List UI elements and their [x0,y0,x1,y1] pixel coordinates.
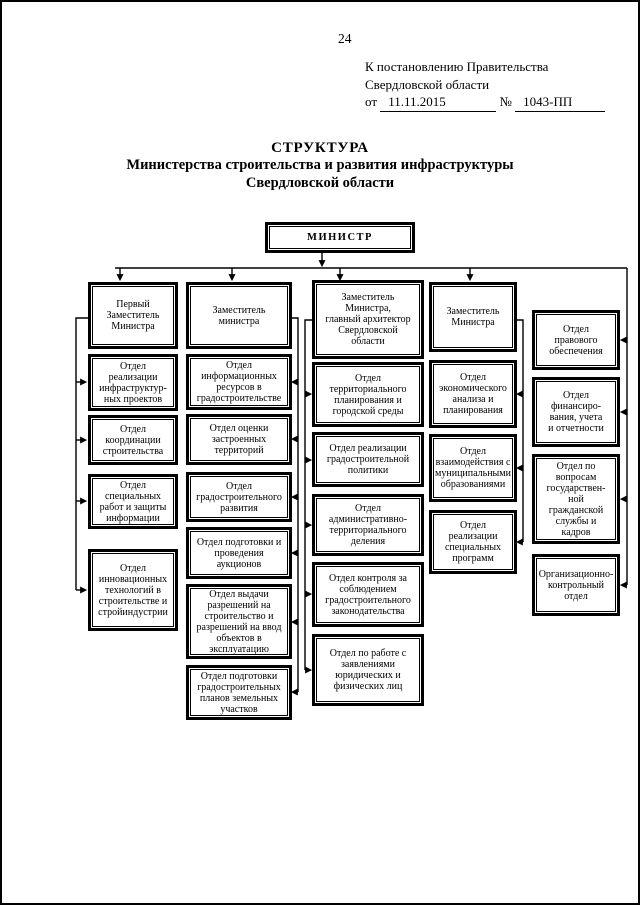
title-line-1: СТРУКТУРА [271,140,369,156]
number-sign: № [499,94,512,109]
box-dept-special-programs: Отдел реализации специальных программ [429,510,517,574]
box-dept-citizen-applications: Отдел по работе с заявлениями юридически… [312,634,424,706]
box-dept-legal-support: Отдел правового обеспечения [532,310,620,370]
box-label: Отдел по вопросам государствен- ной граж… [546,460,606,538]
title-line-2: Министерства строительства и развития ин… [126,157,514,173]
box-deputy-minister-chief-architect: Заместитель Министра, главный архитектор… [312,280,424,359]
box-dept-construction-permits: Отдел выдачи разрешений на строительство… [186,584,292,659]
box-label: Отдел контроля за соблюдением градострои… [325,572,411,617]
box-label: Отдел подготовки градостроительных плано… [197,670,281,715]
doc-date: 11.11.2015 [380,93,497,112]
box-label: Отдел правового обеспечения [549,323,603,357]
box-dept-urban-legislation-control: Отдел контроля за соблюдением градострои… [312,562,424,627]
box-label: Отдел оценки застроенных территорий [209,423,269,456]
doc-number: 1043-ПП [515,93,606,112]
title-line-3: Свердловской области [245,174,395,191]
box-label: Отдел административно- территориального … [328,503,408,547]
box-dept-organizational-control: Организационно- контрольный отдел [532,554,620,616]
box-label: Отдел инновационных технологий в строите… [98,562,168,618]
box-label: Заместитель Министра [446,306,500,328]
box-first-deputy-minister: Первый Заместитель Министра [88,282,178,349]
box-dept-civil-service-hr: Отдел по вопросам государствен- ной граж… [532,454,620,544]
box-dept-administrative-territorial-division: Отдел административно- территориального … [312,494,424,556]
box-label: Отдел координации строительства [102,423,164,457]
doc-ref-line-2: Свердловской области [365,76,490,92]
box-label: Отдел реализации инфраструктур- ных прое… [99,360,167,405]
box-label: Заместитель Министра, главный архитектор… [325,292,411,347]
page-number: 24 [338,31,352,46]
chart-title: СТРУКТУРА Министерства строительства и р… [2,139,638,192]
box-label: Первый Заместитель Министра [106,299,160,332]
box-label: Отдел подготовки и проведения аукционов [196,536,282,570]
box-label: Отдел взаимодействия с муниципальными об… [435,446,511,490]
box-label: Отдел специальных работ и защиты информа… [99,479,167,524]
from-label: от [365,94,378,109]
box-label: Отдел территориального планирования и го… [329,372,407,417]
doc-ref-date-line: от 11.11.2015 № 1043-ПП [365,93,627,112]
box-minister: МИНИСТР [265,222,415,253]
box-dept-innovative-technologies: Отдел инновационных технологий в строите… [88,549,178,631]
box-deputy-minister-4: Заместитель Министра [429,282,517,352]
box-deputy-minister-2: Заместитель министра [186,282,292,349]
box-dept-construction-coordination: Отдел координации строительства [88,415,178,465]
box-label: Отдел реализации специальных программ [444,520,502,564]
box-dept-territorial-planning: Отдел территориального планирования и го… [312,362,424,427]
box-dept-built-up-territories-assessment: Отдел оценки застроенных территорий [186,414,292,465]
box-dept-infrastructure-projects: Отдел реализации инфраструктур- ных прое… [88,354,178,411]
box-label: Отдел реализации градостроительной полит… [326,443,410,476]
box-dept-urban-development: Отдел градостроительного развития [186,472,292,522]
document-reference: К постановлению Правительства Свердловск… [365,58,627,112]
box-dept-land-plot-plans: Отдел подготовки градостроительных плано… [186,665,292,720]
box-dept-municipal-interaction: Отдел взаимодействия с муниципальными об… [429,434,517,502]
box-minister-label: МИНИСТР [307,232,373,243]
doc-ref-line-1: К постановлению Правительства [365,59,549,74]
box-dept-urban-policy-implementation: Отдел реализации градостроительной полит… [312,432,424,487]
box-label: Отдел выдачи разрешений на строительство… [196,588,282,655]
box-label: Отдел информационных ресурсов в градостр… [196,360,282,404]
box-label: Отдел экономического анализа и планирова… [439,372,507,416]
box-dept-finance-accounting: Отдел финансиро- вания, учета и отчетнос… [532,377,620,447]
box-label: Отдел финансиро- вания, учета и отчетнос… [548,390,604,434]
box-dept-economic-analysis: Отдел экономического анализа и планирова… [429,360,517,428]
box-label: Организационно- контрольный отдел [538,568,614,602]
box-dept-special-works-info-protection: Отдел специальных работ и защиты информа… [88,474,178,529]
box-label: Заместитель министра [212,304,266,327]
box-label: Отдел градостроительного развития [196,480,282,514]
box-dept-auctions: Отдел подготовки и проведения аукционов [186,527,292,579]
box-label: Отдел по работе с заявлениями юридически… [329,648,407,692]
box-dept-information-resources: Отдел информационных ресурсов в градостр… [186,354,292,410]
